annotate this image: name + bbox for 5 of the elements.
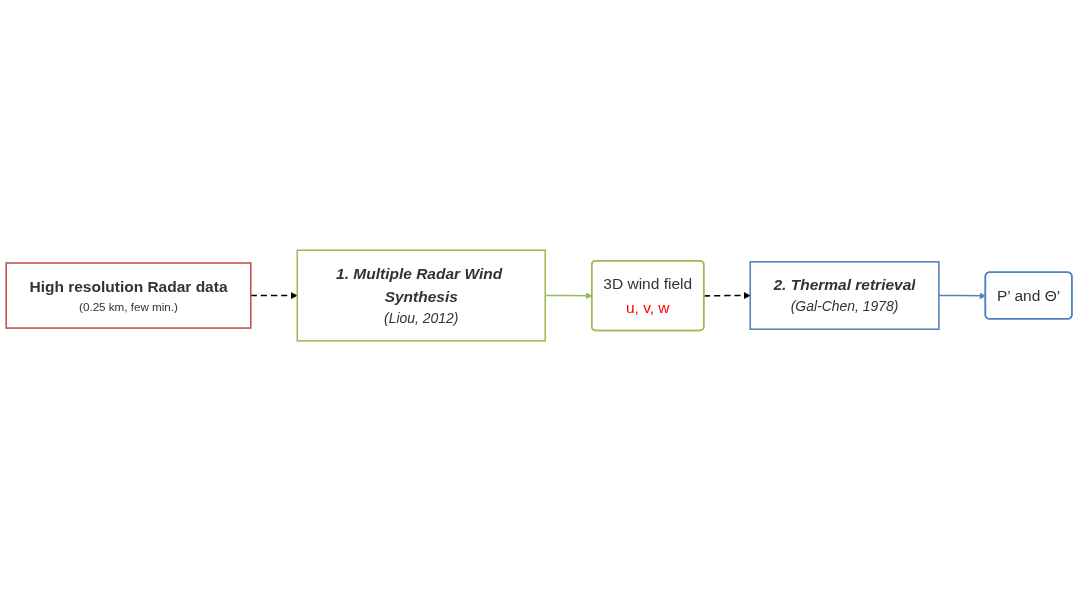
arrow [250, 292, 298, 299]
arrow [703, 292, 751, 299]
node-box: 2. Thermal retrieval (Gal-Chen, 1978) [749, 261, 940, 330]
node-box: High resolution Radar data (0.25 km, few min.) [5, 262, 252, 329]
node-box: 1. Multiple Radar Wind Synthesis (Liou, 2012) [296, 249, 546, 342]
